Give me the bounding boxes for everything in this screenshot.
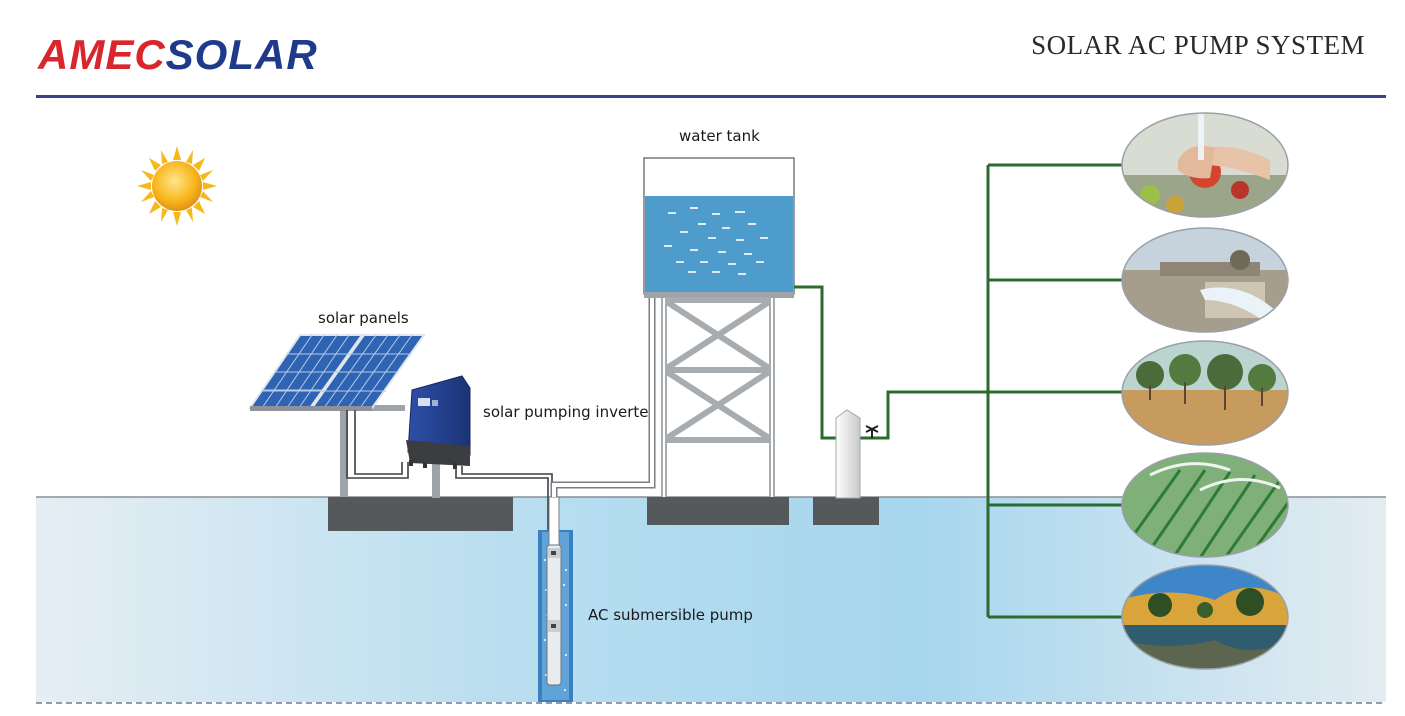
header-divider bbox=[36, 95, 1386, 98]
valve-icon bbox=[835, 409, 879, 499]
solar-panels-icon bbox=[248, 334, 426, 498]
submersible-pump-icon bbox=[546, 496, 562, 686]
water-tank-icon bbox=[643, 157, 795, 498]
brand-logo-part2: SOLAR bbox=[165, 31, 318, 78]
application-oval-1 bbox=[1121, 112, 1289, 218]
tank-foundation bbox=[647, 497, 789, 525]
inverter-icon bbox=[406, 375, 471, 498]
application-oval-2 bbox=[1121, 227, 1289, 333]
brand-logo: AMECSOLAR bbox=[38, 30, 318, 80]
solar-panels-label: solar panels bbox=[318, 309, 409, 327]
distribution-pipes bbox=[794, 163, 1122, 619]
panel-foundation bbox=[328, 497, 513, 531]
valve-foundation bbox=[813, 497, 879, 525]
water-tank-label: water tank bbox=[679, 127, 760, 145]
sun-icon bbox=[137, 146, 217, 226]
application-oval-3 bbox=[1121, 340, 1289, 446]
inverter-label: solar pumping inverter bbox=[483, 403, 655, 421]
application-oval-4 bbox=[1121, 452, 1289, 558]
brand-logo-part1: AMEC bbox=[38, 31, 166, 78]
page-title: SOLAR AC PUMP SYSTEM bbox=[1031, 30, 1365, 60]
pump-label: AC submersible pump bbox=[588, 606, 753, 624]
